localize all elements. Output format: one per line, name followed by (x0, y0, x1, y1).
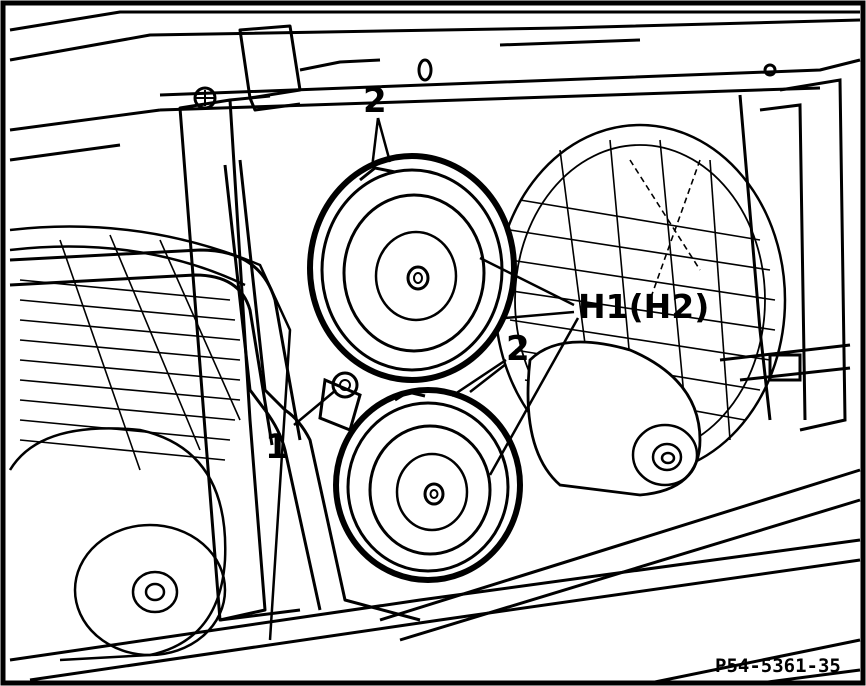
callout-bracket-lower: 2 (506, 329, 530, 369)
horn-upper (307, 153, 517, 383)
body-panels (9, 10, 861, 162)
hoses (9, 159, 421, 622)
callout-bolt: 1 (265, 427, 289, 467)
horn-lower (333, 387, 523, 583)
radiator-frame (719, 78, 851, 432)
mounting-bolt (318, 371, 362, 433)
left-fan (8, 225, 292, 662)
callout-bracket-top: 2 (363, 81, 387, 121)
right-fan (493, 123, 787, 497)
figure-code: P54-5361-35 (715, 655, 841, 677)
support-bracket (178, 24, 302, 622)
leader-lines (293, 117, 580, 476)
lower-crossmember (9, 468, 861, 685)
callout-horns: H1(H2) (578, 287, 709, 326)
